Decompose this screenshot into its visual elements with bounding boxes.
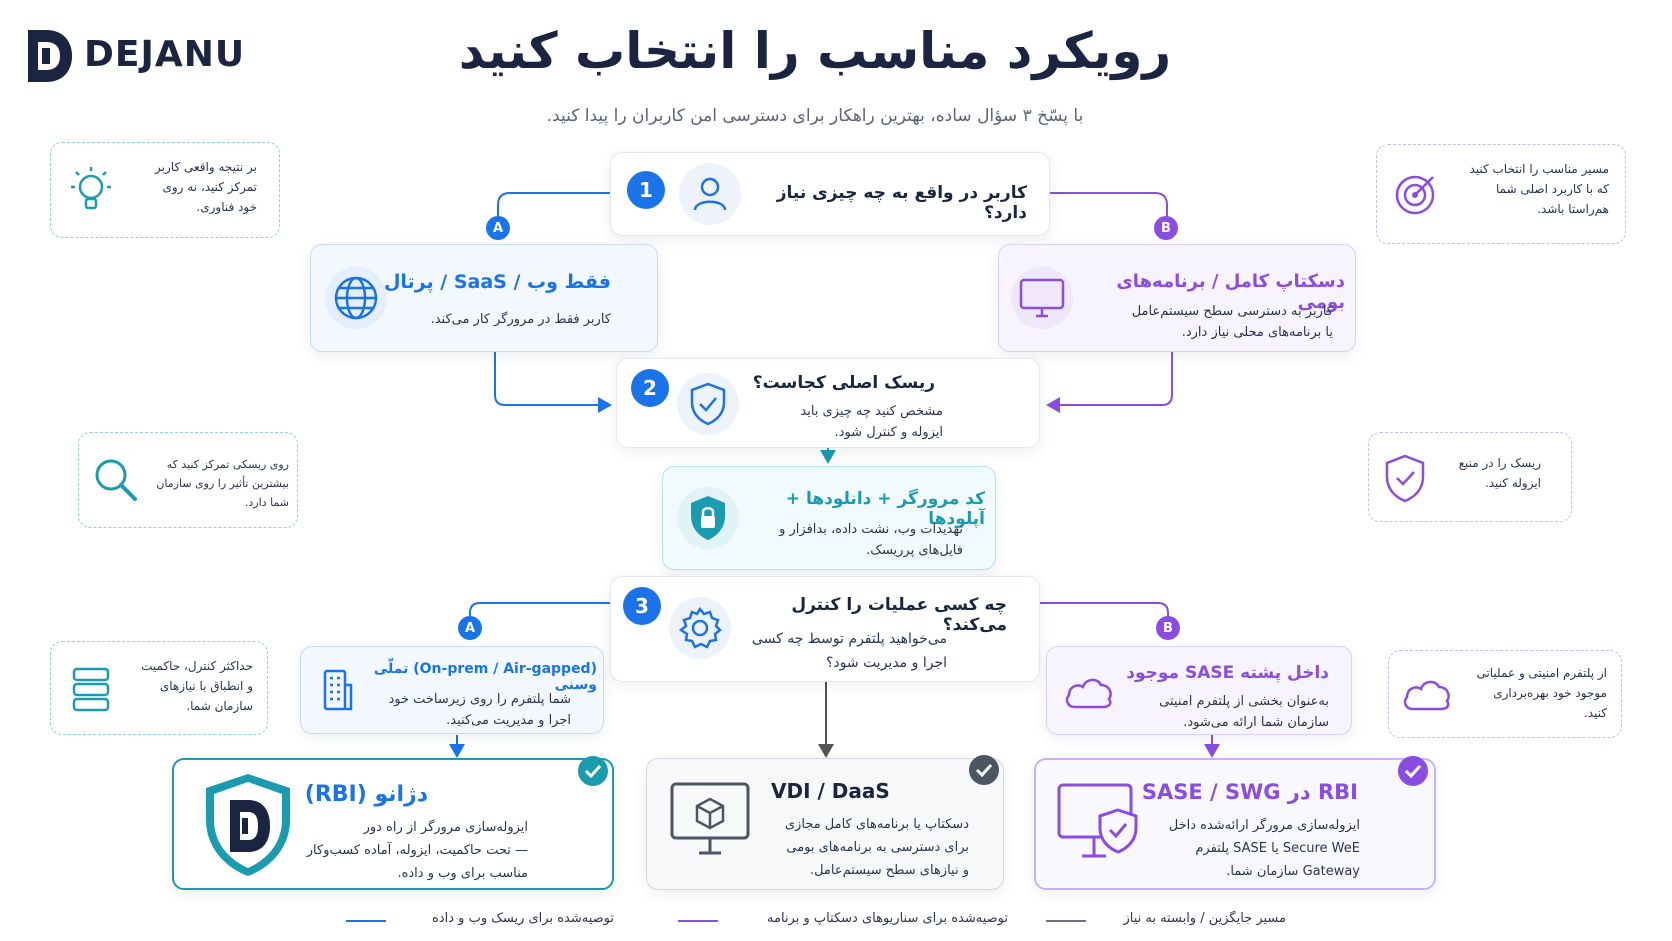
cloud-icon: [1065, 678, 1112, 709]
tip-text: بر نتیجه واقعی کاربر تمرکز کنید، نه روی …: [155, 160, 257, 214]
question-title: ریسک اصلی کجاست؟: [752, 373, 935, 393]
option-subtitle: به‌عنوان بخشی از پلتفرم امنیتی سازمان شم…: [1159, 694, 1329, 730]
option-title: (On-prem / Air-gapped) تملّی وسنی: [373, 661, 597, 693]
lightbulb-icon: [71, 167, 111, 210]
search-icon: [95, 459, 137, 501]
check-icon: [969, 755, 999, 785]
result-sase-card: RBI در SASE / SWG ایزوله‌سازی مرورگر ارا…: [1034, 756, 1436, 890]
shield-check-icon: [1385, 454, 1425, 503]
legend-line-purple: [678, 920, 718, 922]
page-subtitle: با پسّخ ۳ سؤال ساده، بهترین راهکار برای …: [546, 106, 1084, 126]
lock-shield-icon-circle: [677, 487, 739, 549]
risk-subtitle: تهدیدات وب، نشت داده، بدافزار و فایل‌های…: [779, 522, 963, 558]
question-title: کاربر در واقع به چه چیزی نیاز دارد؟: [776, 183, 1027, 223]
question-subtitle: می‌خواهید پلتفرم توسط چه کسی اجرا و مدیر…: [751, 631, 947, 671]
legend-label: توصیه‌شده برای سناریوهای دسکتاپ و برنامه: [767, 911, 1008, 926]
gear-icon: [678, 606, 722, 649]
result-description: ایزوله‌سازی مرورگر ارائه‌شده داخل Secure…: [1168, 818, 1360, 879]
legend-line-gray: [1046, 920, 1086, 922]
check-icon: [578, 756, 608, 786]
step-number-2: 2: [631, 369, 669, 407]
tip-text: حداکثر کنترل، حاکمیت و انطباق با نیازهای…: [141, 659, 253, 713]
result-description: ایزوله‌سازی مرورگر از راه دور — تحت حاکم…: [306, 820, 528, 881]
branch-b-badge: B: [1154, 216, 1178, 240]
dejanu-shield-logo-icon: [206, 774, 290, 876]
option-title: داخل پشته SASE موجود: [1126, 663, 1329, 683]
question-1-card: 1 کاربر در واقع به چه چیزی نیاز دارد؟: [610, 152, 1050, 236]
secure-monitor-icon: [1057, 783, 1138, 858]
brand-logo: DEJANU: [24, 28, 244, 84]
result-title: دژانو (RBI): [304, 782, 428, 807]
tip-card-control: حداکثر کنترل، حاکمیت و انطباق با نیازهای…: [50, 641, 268, 735]
globe-icon: [334, 276, 378, 320]
question-2-card: 2 ریسک اصلی کجاست؟ مشخص کنید چه چیزی بای…: [616, 358, 1040, 448]
question-3-card: 3 چه کسی عملیات را کنترل می‌کند؟ می‌خواه…: [610, 576, 1040, 682]
tip-text: از پلتفرم امنیتی و عملیاتی موجود خود بهر…: [1476, 666, 1607, 720]
tip-card-path: مسیر مناسب را انتخاب کنید که با کاربرد ا…: [1376, 144, 1626, 244]
result-title: RBI در SASE / SWG: [1141, 780, 1358, 804]
option-subtitle: شما پلتفرم را روی زیرساخت خود اجرا و مدی…: [388, 692, 571, 728]
option-subtitle: کاربر به دسترسی سطح سیستم‌عامل یا برنامه…: [1131, 304, 1333, 340]
risk-title: کد مرورگر + دانلودها + آپلودها: [785, 489, 985, 529]
tip-card-platform: از پلتفرم امنیتی و عملیاتی موجود خود بهر…: [1388, 650, 1622, 738]
target-icon: [1395, 175, 1435, 215]
step-number-1: 1: [627, 171, 665, 209]
question-title: چه کسی عملیات را کنترل می‌کند؟: [791, 595, 1007, 635]
shield-icon-circle: [677, 373, 739, 435]
option-desktop-card: دسکتاپ کامل / برنامه‌های بومی کاربر به د…: [998, 244, 1356, 352]
building-icon: [323, 669, 353, 711]
result-title: VDI / DaaS: [771, 779, 890, 803]
tip-card-isolate: ریسک را در منبع ایزوله کنید.: [1368, 432, 1572, 522]
user-icon-circle: [679, 163, 741, 225]
branch-a-badge: A: [458, 616, 482, 640]
legend-label: مسیر جایگزین / وابسته به نیاز: [1123, 911, 1286, 926]
result-vdi-card: VDI / DaaS دسکتاپ یا برنامه‌های کامل مجا…: [646, 755, 1004, 890]
tip-card-risk-focus: روی ریسکی تمرکز کنید که بیشترین تأثیر را…: [78, 432, 298, 528]
legend-label: توصیه‌شده برای ریسک وب و داده: [432, 911, 614, 926]
page-title: رویکرد مناسب را انتخاب کنید: [458, 22, 1172, 80]
globe-icon-circle: [325, 267, 387, 329]
question-subtitle: مشخص کنید چه چیزی باید ایزوله و کنترل شو…: [800, 404, 943, 440]
tip-text: مسیر مناسب را انتخاب کنید که با کاربرد ا…: [1469, 162, 1609, 216]
tip-text: ریسک را در منبع ایزوله کنید.: [1458, 456, 1541, 490]
option-onprem-card: (On-prem / Air-gapped) تملّی وسنی شما پل…: [300, 646, 604, 734]
result-description: دسکتاپ یا برنامه‌های کامل مجازی برای دست…: [784, 817, 969, 878]
branch-b-badge: B: [1156, 616, 1180, 640]
branch-a-badge: A: [486, 216, 510, 240]
virtual-desktop-icon: [670, 782, 750, 855]
risk-card: کد مرورگر + دانلودها + آپلودها تهدیدات و…: [662, 466, 996, 570]
shield-check-icon: [690, 382, 726, 426]
dejanu-logo-icon: [28, 30, 72, 82]
gear-icon-circle: [669, 597, 731, 659]
option-subtitle: کاربر فقط در مرورگر کار می‌کند.: [430, 312, 611, 327]
option-title: فقط وب / SaaS / پرتال: [383, 271, 611, 293]
option-title: دسکتاپ کامل / برنامه‌های بومی: [1116, 271, 1345, 313]
option-sase-card: داخل پشته SASE موجود به‌عنوان بخشی از پل…: [1046, 646, 1352, 735]
brand-name: DEJANU: [84, 34, 246, 75]
server-icon: [72, 667, 110, 712]
check-icon: [1398, 756, 1428, 786]
legend-line-blue: [346, 920, 386, 922]
tip-text: روی ریسکی تمرکز کنید که بیشترین تأثیر را…: [156, 458, 289, 509]
step-number-3: 3: [623, 587, 661, 625]
result-dejanu-card: دژانو (RBI) ایزوله‌سازی مرورگر از راه دو…: [172, 756, 614, 890]
cloud-icon: [1403, 680, 1450, 711]
monitor-icon: [1019, 278, 1065, 318]
tip-card-outcome: بر نتیجه واقعی کاربر تمرکز کنید، نه روی …: [50, 142, 280, 238]
user-icon: [693, 177, 727, 211]
monitor-icon-circle: [1011, 267, 1073, 329]
option-web-card: فقط وب / SaaS / پرتال کاربر فقط در مرورگ…: [310, 244, 658, 352]
lock-shield-icon: [691, 496, 725, 540]
